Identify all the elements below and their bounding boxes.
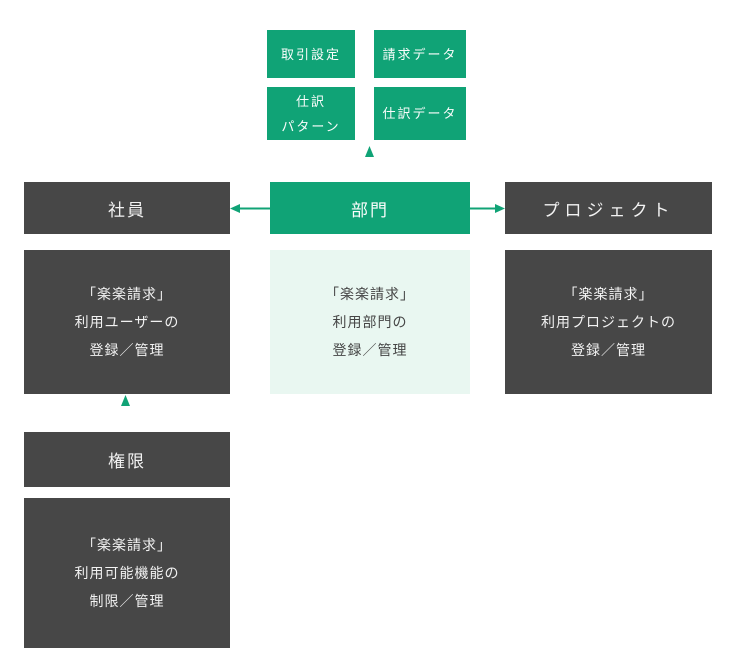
desc-permission-line1: 「楽楽請求」 [82,537,172,553]
node-project-label: プロジェクト [542,200,675,220]
desc-permission-line2: 利用可能機能の [74,565,180,581]
node-permission-label: 権限 [108,452,146,471]
desc-project-line3: 登録／管理 [571,342,646,358]
node-department: 部門 [270,182,470,234]
node-journal-pattern: 仕訳 パターン [267,87,355,140]
desc-employee-line3: 登録／管理 [89,342,165,358]
node-billing-data: 請求データ [374,30,466,78]
arrow-department-to-employee-icon [230,204,270,213]
node-transaction-settings: 取引設定 [267,30,355,78]
node-project: プロジェクト [505,182,712,234]
arrow-department-to-project-icon [470,204,505,213]
desc-employee: 「楽楽請求」 利用ユーザーの 登録／管理 [24,250,230,394]
arrow-permission-to-employee-desc-icon [121,395,130,433]
desc-employee-line1: 「楽楽請求」 [82,286,172,302]
desc-permission-line3: 制限／管理 [89,593,165,609]
arrow-department-to-data-icon [365,146,374,183]
desc-employee-line2: 利用ユーザーの [74,314,180,330]
node-journal-pattern-label-line1: 仕訳 [295,93,326,109]
desc-department-line3: 登録／管理 [332,342,408,358]
node-billing-data-label: 請求データ [382,46,458,62]
node-department-label: 部門 [351,200,389,220]
desc-department-line1: 「楽楽請求」 [325,286,415,302]
node-employee-label: 社員 [108,200,146,220]
desc-department: 「楽楽請求」 利用部門の 登録／管理 [270,250,470,394]
desc-project: 「楽楽請求」 利用プロジェクトの 登録／管理 [505,250,712,394]
node-permission: 権限 [24,432,230,487]
node-journal-data: 仕訳データ [374,87,466,140]
desc-permission: 「楽楽請求」 利用可能機能の 制限／管理 [24,498,230,648]
node-journal-data-label: 仕訳データ [382,106,458,121]
node-transaction-settings-label: 取引設定 [280,46,341,62]
node-employee: 社員 [24,182,230,234]
desc-project-line2: 利用プロジェクトの [541,314,676,330]
desc-project-line1: 「楽楽請求」 [563,286,654,302]
node-journal-pattern-label-line2: パターン [281,118,341,134]
desc-department-line2: 利用部門の [332,314,408,330]
